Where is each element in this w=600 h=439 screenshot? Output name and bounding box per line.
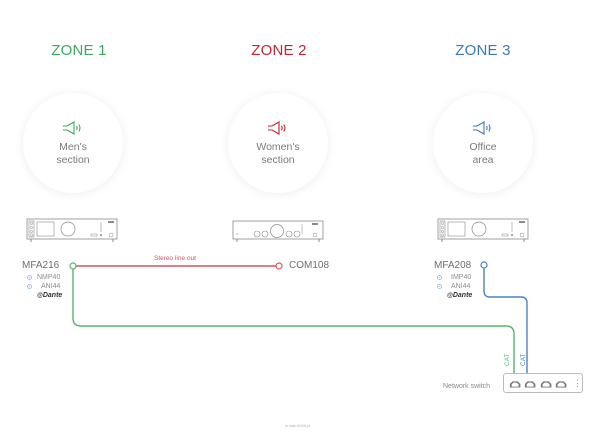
- footer-text: m-sala-HKDA.pl: [285, 424, 311, 428]
- zone-1-card: Men's section: [23, 93, 123, 193]
- mfa208-name: MFA208: [434, 260, 472, 271]
- module-name: ANI44: [41, 283, 61, 290]
- mfa208-module-2: ANI44: [437, 283, 470, 290]
- speaker-icon: [268, 121, 286, 135]
- mfa216-port: [69, 262, 77, 270]
- zone-2-title: ZONE 2: [251, 42, 307, 59]
- module-dot-icon: [437, 275, 442, 280]
- zone-3-title: ZONE 3: [455, 42, 511, 59]
- com108-port: [275, 262, 283, 270]
- blue-cat-wire: [483, 268, 528, 374]
- module-name: IMP40: [451, 274, 472, 281]
- network-switch-label: Network switch: [443, 383, 491, 390]
- zone-1-title: ZONE 1: [51, 42, 107, 59]
- mfa216-module-2: ANI44: [27, 283, 60, 290]
- zone-1-label-line1: Men's: [59, 141, 87, 153]
- zone-1-label-line2: section: [56, 154, 90, 166]
- mfa208-port: [480, 261, 488, 269]
- zone-3-label: Office area: [469, 141, 496, 167]
- cat-label-green: CAT: [504, 353, 511, 366]
- ethernet-port-icon: [525, 380, 536, 387]
- mfa216-amplifier-icon: [26, 218, 118, 242]
- ethernet-port-icon: [509, 380, 521, 387]
- cat-label-blue: CAT: [520, 353, 527, 366]
- com108-name: COM108: [289, 260, 330, 271]
- zone-2-label: Women's section: [256, 141, 299, 167]
- module-name: ANI44: [451, 283, 471, 290]
- zone-3-label-line2: area: [472, 154, 494, 166]
- mfa216-name: MFA216: [22, 260, 60, 271]
- green-cat-wire: [72, 269, 515, 374]
- zone-2-card: Women's section: [228, 93, 328, 193]
- module-dot-icon: [27, 275, 32, 280]
- ethernet-port-icon: [540, 380, 551, 387]
- zone-1-label: Men's section: [56, 141, 89, 167]
- mfa216-dante-logo: @Dante: [37, 292, 63, 299]
- module-dot-icon: [27, 284, 32, 289]
- zone-3-label-line1: Office: [469, 141, 497, 153]
- speaker-icon: [63, 121, 81, 135]
- mfa208-dante-logo: @Dante: [447, 292, 473, 299]
- mfa208-amplifier-icon: [437, 218, 529, 242]
- more-vertical-icon: ⋮: [573, 377, 582, 388]
- zone-2-label-line2: section: [261, 154, 295, 166]
- com108-amplifier-icon: [232, 220, 324, 242]
- mfa208-module-1: IMP40: [437, 274, 471, 281]
- ethernet-port-icon: [555, 380, 567, 387]
- zone-2-label-line1: Women's: [256, 141, 300, 153]
- mfa216-module-1: NMP40: [27, 274, 60, 281]
- module-dot-icon: [437, 284, 442, 289]
- network-switch: ⋮: [503, 373, 583, 393]
- stereo-line-label: Stereo line out: [154, 255, 196, 262]
- zone-3-card: Office area: [433, 93, 533, 193]
- speaker-icon: [473, 121, 491, 135]
- module-name: NMP40: [37, 274, 61, 281]
